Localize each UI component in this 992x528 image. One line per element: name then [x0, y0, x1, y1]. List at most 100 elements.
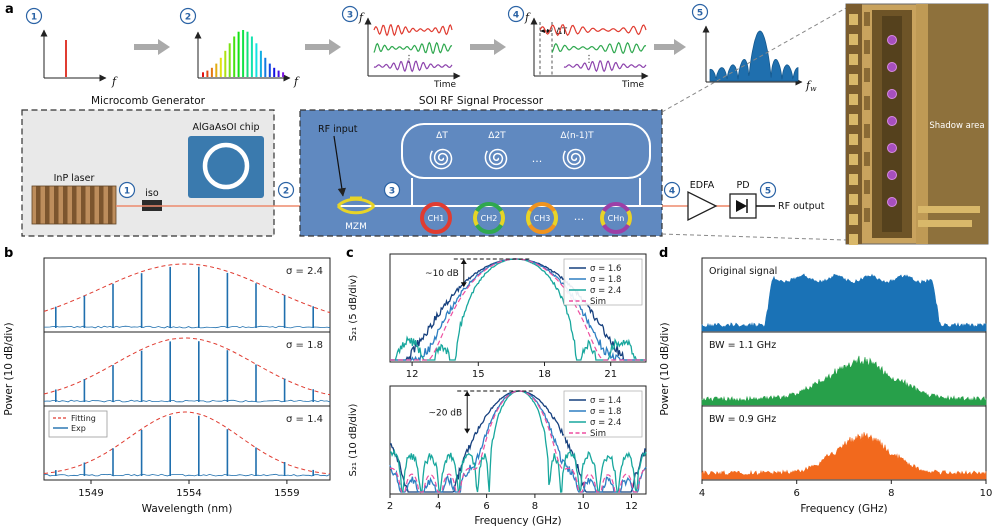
y-axis-label: S₂₁ (10 dB/div): [348, 403, 359, 476]
laser-label: InP laser: [54, 173, 95, 184]
time-axis-label: Time: [433, 80, 456, 90]
legend-label: σ = 1.4: [590, 396, 621, 406]
rainbow-comb-lines: [202, 30, 285, 77]
inset-step3-channel-waveforms: 3 f ⋮ Time: [341, 5, 461, 90]
microcomb-title: Microcomb Generator: [91, 95, 206, 107]
sigma-label: σ = 1.8: [286, 340, 323, 351]
delay-label: ΔT: [436, 131, 448, 141]
photo-pad: [849, 234, 858, 245]
legend-label: σ = 2.4: [590, 286, 621, 296]
zoom-line-bottom: [661, 233, 847, 241]
shadow-area-label: Shadow area: [929, 121, 984, 131]
photo-pad: [849, 174, 858, 185]
soi-rf-processor: SOI RF Signal Processor ΔT Δ2T Δ(n-1)T ·…: [299, 95, 663, 237]
legend-label: σ = 1.8: [590, 275, 621, 285]
x-tick-label: 21: [604, 369, 617, 380]
micrograph-structures: [846, 4, 988, 245]
channel-label: CH1: [428, 214, 445, 223]
mzm-electrode: [350, 196, 362, 201]
channel-label: CH2: [481, 214, 498, 223]
edfa-amplifier: EDFA: [687, 180, 718, 222]
spectrum-fill: [701, 355, 987, 406]
ring-heater-dot: [887, 116, 897, 126]
legend-box: [48, 410, 108, 438]
loop-waveguide: [401, 123, 651, 179]
sim-curve: [389, 390, 647, 493]
f-symbol: f: [805, 79, 812, 92]
node-3: 3: [383, 181, 401, 199]
x-tick-label: 1559: [274, 488, 299, 499]
panel-label-d: d: [659, 246, 669, 261]
node-number: 4: [669, 186, 675, 196]
pd-label: PD: [736, 180, 749, 191]
mzm-label: MZM: [345, 222, 367, 232]
x-tick-label: 10: [577, 501, 590, 512]
x-tick-label: 18: [538, 369, 551, 380]
photo-pad: [849, 34, 858, 45]
w-subscript: w: [810, 84, 817, 93]
photo-pad: [864, 124, 870, 138]
x-tick-label: 10: [980, 488, 992, 499]
axis-label-f: f: [293, 75, 300, 88]
step-circle: [507, 5, 525, 23]
arrowhead-icon: [460, 259, 467, 264]
noise-floor: [43, 399, 331, 403]
waveform: [551, 41, 647, 54]
sinc-response-shape: [709, 30, 799, 82]
heater-arc: [473, 210, 479, 226]
suppression-annotation: ~10 dB: [425, 269, 459, 279]
flow-arrow-icon: [305, 39, 341, 55]
legend-label: σ = 1.8: [590, 407, 621, 417]
photo-pad: [849, 94, 858, 105]
arrowhead-icon: [464, 428, 471, 434]
rf-input-arrow: [333, 135, 346, 197]
x-tick-label: 6: [794, 488, 800, 499]
pd-diode-icon: [736, 200, 747, 212]
x-tick-label: 8: [888, 488, 894, 499]
node-1: 1: [118, 181, 136, 199]
x-tick-label: 12: [625, 501, 638, 512]
node-number: 2: [283, 186, 289, 196]
step-circle: [691, 3, 709, 21]
noise-floor: [44, 325, 331, 329]
x-tick-label: 4: [435, 501, 441, 512]
axis-label-f: f: [358, 11, 365, 24]
ring-CH1: [420, 202, 452, 234]
rf-input-label: RF input: [318, 124, 358, 135]
delay-ellipsis: ···: [532, 155, 543, 168]
vertical-ellipsis: ⋮: [404, 54, 414, 65]
sim-curve: [390, 258, 646, 361]
soi-title: SOI RF Signal Processor: [419, 95, 544, 107]
node-circle: [277, 181, 295, 199]
photo-pad: [849, 134, 858, 145]
heater-arc: [526, 210, 532, 226]
photodetector: PD: [729, 180, 757, 219]
plot-frame: [43, 257, 331, 333]
waveform-traces: [373, 24, 453, 73]
mzm-modulator: MZM: [336, 196, 376, 232]
axis-label-f: f: [111, 75, 118, 88]
spiral-delay-icon: [562, 148, 586, 170]
axis-label-fw: fw: [805, 79, 817, 93]
fitting-envelope: [43, 337, 331, 396]
waveform-traces: [539, 24, 647, 73]
rf-output-label: RF output: [778, 201, 825, 212]
legend-box: [563, 390, 643, 438]
photo-pad: [864, 12, 870, 26]
x-axis-label: Frequency (GHz): [800, 503, 887, 515]
node-4: 4: [663, 181, 681, 199]
flow-arrow-icon: [134, 39, 170, 55]
node-2: 2: [277, 181, 295, 199]
waveform: [373, 24, 453, 37]
node-number: 5: [765, 186, 771, 196]
channel-label: CHn: [608, 214, 625, 223]
y-axis-label: Power (10 dB/div): [659, 322, 671, 415]
arrowhead-icon: [460, 282, 467, 288]
flow-arrow-icon: [470, 39, 506, 55]
photo-strip: [916, 4, 988, 244]
chip-label: AlGaAsOI chip: [193, 122, 260, 133]
waveform: [373, 41, 453, 54]
edfa-triangle-icon: [687, 190, 718, 222]
channel-ellipsis: ···: [574, 213, 585, 226]
sigma-label: σ = 1.4: [286, 414, 323, 425]
